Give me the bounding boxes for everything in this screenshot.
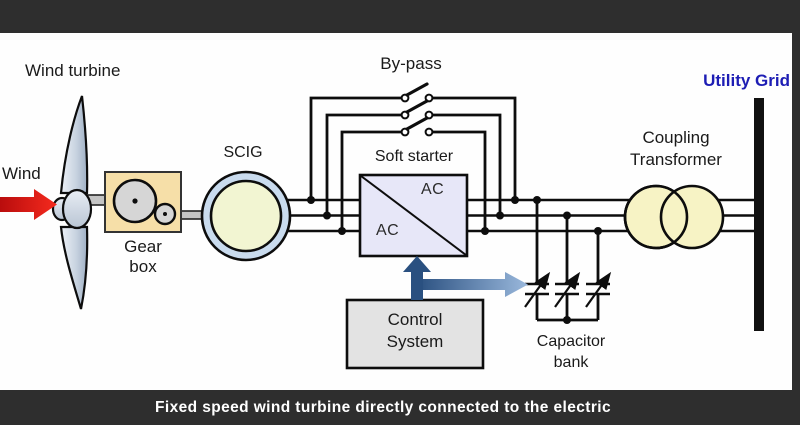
turbine-hub: [61, 188, 93, 230]
control-to-capacitor-arrow: [417, 272, 528, 297]
scig-generator-graphic: [200, 170, 292, 262]
scig-label: SCIG: [223, 144, 263, 161]
gear-box-graphic: [104, 171, 182, 233]
turbine-blade-upper: [59, 95, 89, 195]
gear-box-label: Gear box: [124, 237, 162, 276]
turbine-blade-lower: [59, 225, 89, 310]
bypass-switch: [400, 99, 434, 120]
bypass-label: By-pass: [380, 54, 442, 73]
bypass-switch: [400, 116, 434, 137]
wind-arrow-icon: [0, 189, 57, 220]
coupling-transformer-label: Coupling Transformer: [630, 128, 722, 169]
capacitor-bank-label: Capacitor bank: [536, 333, 606, 371]
soft-starter-graphic: [358, 173, 469, 258]
control-signal-arrows: [403, 256, 528, 300]
ac-input-label: AC: [376, 222, 400, 239]
ac-output-label: AC: [421, 181, 445, 198]
wind-turbine-label: Wind turbine: [25, 61, 121, 80]
wind-turbine-graphic: [51, 95, 93, 310]
figure-caption: Fixed speed wind turbine directly connec…: [155, 398, 611, 416]
utility-grid-bus: [754, 98, 764, 331]
diagram-graphics: [0, 82, 764, 370]
control-system-label: Control System: [386, 310, 444, 351]
control-to-softstarter-arrow: [403, 256, 431, 300]
junction-dots: [307, 196, 602, 324]
wind-label: Wind: [2, 164, 41, 183]
coupling-transformer-graphic: [623, 184, 725, 250]
caption-bar: Fixed speed wind turbine directly connec…: [0, 390, 800, 425]
utility-grid-label: Utility Grid: [703, 71, 790, 90]
capacitor-bank-graphic: [524, 200, 612, 322]
diagram-canvas: Wind turbine Wind Gear box SCIG By-pass …: [0, 33, 792, 390]
soft-starter-label: Soft starter: [374, 148, 454, 165]
bypass-switch: [400, 82, 434, 103]
bypass-circuit: [309, 82, 517, 231]
